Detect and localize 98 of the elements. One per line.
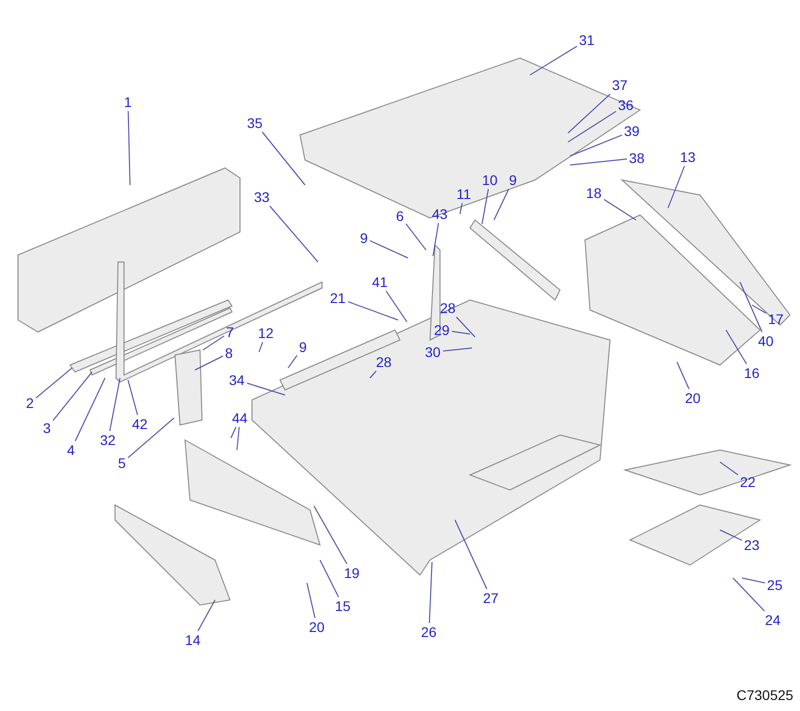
leader-line <box>570 158 628 166</box>
leader-line <box>320 560 339 598</box>
leader-line <box>568 94 611 134</box>
leader-line <box>432 222 439 256</box>
leader-line <box>386 290 408 322</box>
leader-line <box>726 330 748 364</box>
callout-number: 6 <box>396 208 404 224</box>
callout-number: 41 <box>372 274 388 290</box>
leader-line <box>52 372 92 422</box>
callout-number: 1 <box>124 94 132 110</box>
callout-number: 23 <box>744 537 760 553</box>
callout-number: 20 <box>685 390 701 406</box>
callout-number: 44 <box>232 410 248 426</box>
callout-number: 26 <box>421 624 437 640</box>
callout-number: 28 <box>376 354 392 370</box>
callout-number: 18 <box>586 185 602 201</box>
leader-line <box>720 462 738 476</box>
leader-line <box>454 520 488 590</box>
leader-line <box>732 578 765 612</box>
callout-number: 40 <box>758 333 774 349</box>
leader-line <box>128 110 130 186</box>
leader-line <box>246 382 286 396</box>
callout-number: 24 <box>765 612 781 628</box>
leader-line <box>306 582 316 618</box>
drawing-number: C730525 <box>736 687 794 703</box>
leader-line <box>460 202 463 214</box>
callout-number: 36 <box>618 97 634 113</box>
callout-number: 25 <box>767 577 783 593</box>
leader-line <box>370 370 377 378</box>
leader-line <box>128 380 138 416</box>
leader-line <box>236 426 240 450</box>
leader-line <box>740 282 763 332</box>
leader-line <box>314 506 348 564</box>
leader-line <box>742 578 766 584</box>
callout-number: 39 <box>624 123 640 139</box>
leader-line <box>604 198 636 220</box>
leader-line <box>442 348 472 352</box>
callout-number: 5 <box>118 455 126 471</box>
leader-line <box>676 362 690 390</box>
leader-line <box>202 336 224 350</box>
callout-number: 9 <box>509 172 517 188</box>
leader-line <box>752 304 766 314</box>
callout-number: 9 <box>360 230 368 246</box>
callout-number: 33 <box>254 189 270 205</box>
leader-line <box>109 378 120 432</box>
leader-line <box>197 600 216 632</box>
leader-line <box>668 166 685 208</box>
leader-line <box>482 188 489 224</box>
callout-number: 9 <box>299 339 307 355</box>
callout-number: 42 <box>132 416 148 432</box>
callout-number: 35 <box>247 115 263 131</box>
leader-line <box>494 188 510 220</box>
callout-number: 38 <box>629 150 645 166</box>
callout-number: 4 <box>67 442 75 458</box>
leader-line <box>230 426 236 438</box>
callout-number: 10 <box>482 172 498 188</box>
leader-line <box>262 132 306 186</box>
callout-number: 15 <box>335 598 351 614</box>
callout-number: 22 <box>740 474 756 490</box>
callout-number: 8 <box>225 345 233 361</box>
leader-line <box>288 354 298 368</box>
leader-line <box>456 316 476 338</box>
callout-number: 3 <box>43 420 51 436</box>
leader-line <box>370 240 408 258</box>
callout-number: 27 <box>483 590 499 606</box>
callout-number: 37 <box>612 77 628 93</box>
leader-line <box>568 110 616 142</box>
callout-number: 16 <box>744 365 760 381</box>
leader-line <box>348 301 398 320</box>
leader-line <box>128 418 174 458</box>
callout-number: 11 <box>456 186 472 202</box>
leader-line <box>74 378 106 442</box>
leader-line <box>570 134 622 156</box>
callout-number: 21 <box>330 290 346 306</box>
callout-number: 30 <box>425 344 441 360</box>
callout-number: 13 <box>680 149 696 165</box>
leader-line <box>452 330 470 334</box>
callout-number: 29 <box>434 322 450 338</box>
callout-number: 14 <box>185 632 201 648</box>
callout-number: 34 <box>229 372 245 388</box>
callout-number: 32 <box>100 432 116 448</box>
leader-line <box>406 223 426 250</box>
callout-number: 7 <box>226 324 234 340</box>
callout-number: 20 <box>309 619 325 635</box>
leader-line <box>194 356 224 370</box>
leader-line <box>36 368 72 398</box>
callout-number: 43 <box>432 206 448 222</box>
callout-number: 31 <box>579 32 595 48</box>
leader-line <box>530 46 578 76</box>
leader-line <box>428 562 432 624</box>
callout-number: 28 <box>440 300 456 316</box>
leader-line <box>258 342 264 352</box>
callout-number: 17 <box>768 311 784 327</box>
callout-number: 12 <box>258 325 274 341</box>
leader-line <box>720 530 742 541</box>
callout-number: 19 <box>344 565 360 581</box>
callout-number: 2 <box>26 395 34 411</box>
leader-line <box>269 206 318 262</box>
